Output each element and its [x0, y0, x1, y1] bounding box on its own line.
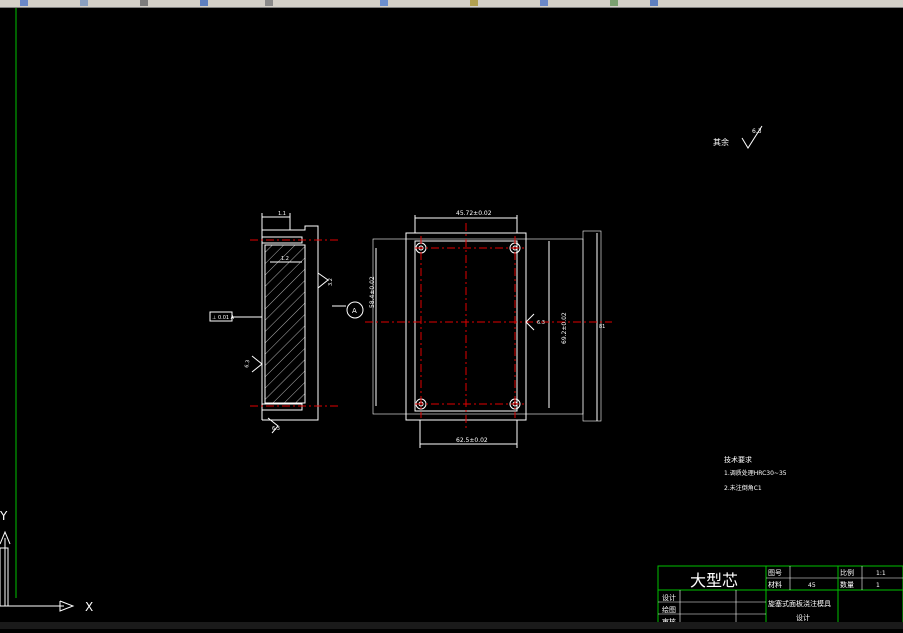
left-section-view: [250, 213, 340, 421]
pan-icon[interactable]: [380, 0, 388, 6]
datum-symbol: [332, 301, 364, 319]
redo-icon[interactable]: [200, 0, 208, 6]
qty-value: 1: [876, 582, 880, 589]
front-outer-right-dim: 81: [599, 324, 605, 330]
save-icon[interactable]: [80, 0, 88, 6]
zoom-icon[interactable]: [265, 0, 273, 6]
datum-label: A: [352, 307, 357, 315]
left-top-dim: 1.1: [278, 211, 286, 217]
qty-label: 数量: [840, 580, 854, 589]
project-subtitle: 设计: [796, 613, 810, 622]
front-top-dim: 45.72±0.02: [456, 210, 492, 217]
tech-req-title: 技术要求: [724, 455, 752, 464]
match-icon[interactable]: [610, 0, 618, 6]
ucs-icon: [0, 530, 75, 612]
ucs-y-label: Y: [0, 509, 8, 523]
review-label: 审核: [662, 617, 676, 626]
part-name: 大型芯: [690, 571, 738, 590]
undo-icon[interactable]: [140, 0, 148, 6]
layer-icon[interactable]: [470, 0, 478, 6]
left-roughness-marks: [251, 355, 279, 434]
roughness-symbol: [741, 125, 763, 149]
scale-label: 比例: [840, 568, 854, 577]
drawing-label: 绘图: [662, 605, 676, 614]
roughness-note-label: 其余: [713, 137, 729, 147]
left-inner-dim: 1.2: [281, 256, 289, 262]
front-centerlines: [365, 223, 612, 428]
front-bottom-dim: 62.5±0.02: [456, 437, 488, 444]
left-side-roughness: [317, 272, 329, 289]
drawing-canvas[interactable]: 其余 6.3 1.1 1.2 3.2 ⊥ 0.01 A: [0, 8, 903, 630]
tech-req-line2: 2.未注倒角C1: [724, 484, 762, 492]
left-side-dim: 3.2: [328, 278, 334, 286]
help-icon[interactable]: [650, 0, 658, 6]
project-title: 旋塞式面板浇注模具: [768, 599, 831, 608]
properties-icon[interactable]: [540, 0, 548, 6]
tolerance-frame: [209, 311, 262, 322]
open-icon[interactable]: [20, 0, 28, 6]
cad-drawing[interactable]: 其余 6.3 1.1 1.2 3.2 ⊥ 0.01 A: [0, 8, 903, 630]
tech-req-line1: 1.调质处理HRC30~35: [724, 469, 787, 477]
scale-value: 1:1: [876, 570, 886, 577]
design-label: 设计: [662, 593, 676, 602]
tolerance-frame-text: ⊥ 0.01 A: [212, 315, 235, 321]
left-rough-left: 6.3: [244, 359, 251, 368]
front-rough-value: 6.3: [537, 320, 545, 326]
ucs-x-label: X: [85, 600, 93, 614]
front-right-dim: 69.2±0.02: [561, 312, 568, 344]
drawing-no-label: 图号: [768, 569, 782, 577]
front-roughness-mark: [525, 313, 535, 331]
left-rough-bottom: 6.3: [272, 426, 280, 432]
roughness-note-value: 6.3: [752, 128, 762, 135]
material-value: 45: [808, 582, 816, 589]
material-label: 材料: [768, 580, 782, 589]
command-line[interactable]: [0, 622, 903, 629]
front-left-dim: 58.4±0.02: [369, 276, 376, 308]
toolbar: [0, 0, 903, 8]
